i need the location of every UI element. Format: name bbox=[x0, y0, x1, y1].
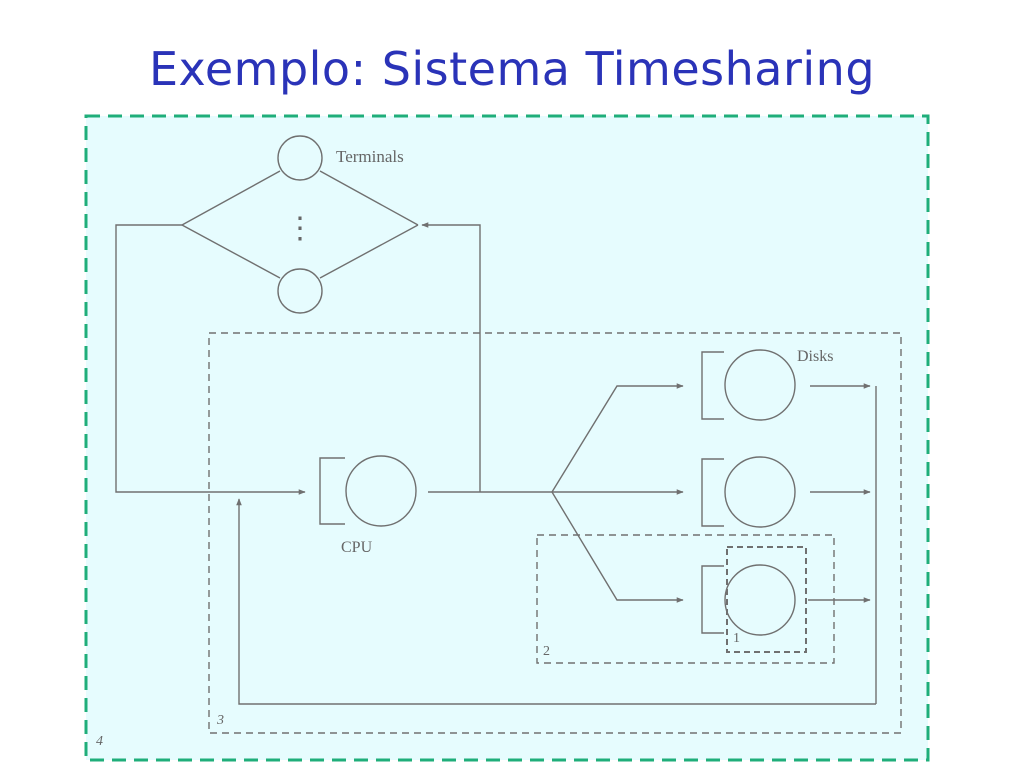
terminal-node-bottom bbox=[277, 268, 323, 314]
terminals-ellipsis: ⋮ bbox=[285, 212, 315, 245]
disk-1-queue bbox=[701, 351, 724, 420]
disk-3-queue bbox=[701, 565, 724, 634]
subsystem-3-box bbox=[208, 332, 902, 734]
slide-title: Exemplo: Sistema Timesharing bbox=[148, 42, 876, 96]
subsystem-1-box bbox=[726, 546, 807, 653]
terminals-split-lines bbox=[319, 170, 419, 279]
subsystem-1-label: 1 bbox=[733, 631, 740, 646]
subsystem-2-box bbox=[536, 534, 835, 664]
return-to-cpu-line bbox=[236, 498, 876, 705]
subsystem-2-label: 2 bbox=[543, 644, 550, 659]
subsystem-3-label: 3 bbox=[216, 713, 224, 728]
disks-label: Disks bbox=[797, 348, 833, 365]
terminals-merge-lines bbox=[181, 170, 281, 279]
branch-to-disk-3 bbox=[551, 491, 684, 603]
disk-2-queue bbox=[701, 458, 724, 527]
terminals-to-cpu-line bbox=[115, 224, 306, 495]
disk-3-server bbox=[724, 564, 796, 636]
cpu-server bbox=[345, 455, 417, 527]
cpu-label: CPU bbox=[341, 539, 373, 556]
cpu-to-terminals-line bbox=[421, 222, 481, 492]
terminal-node-top bbox=[277, 135, 323, 181]
subsystem-4-label: 4 bbox=[96, 734, 103, 749]
disk-1-server bbox=[724, 349, 796, 421]
cpu-queue bbox=[319, 457, 345, 525]
branch-to-disk-1 bbox=[551, 383, 684, 493]
terminals-label: Terminals bbox=[336, 147, 404, 166]
disk-2-server bbox=[724, 456, 796, 528]
